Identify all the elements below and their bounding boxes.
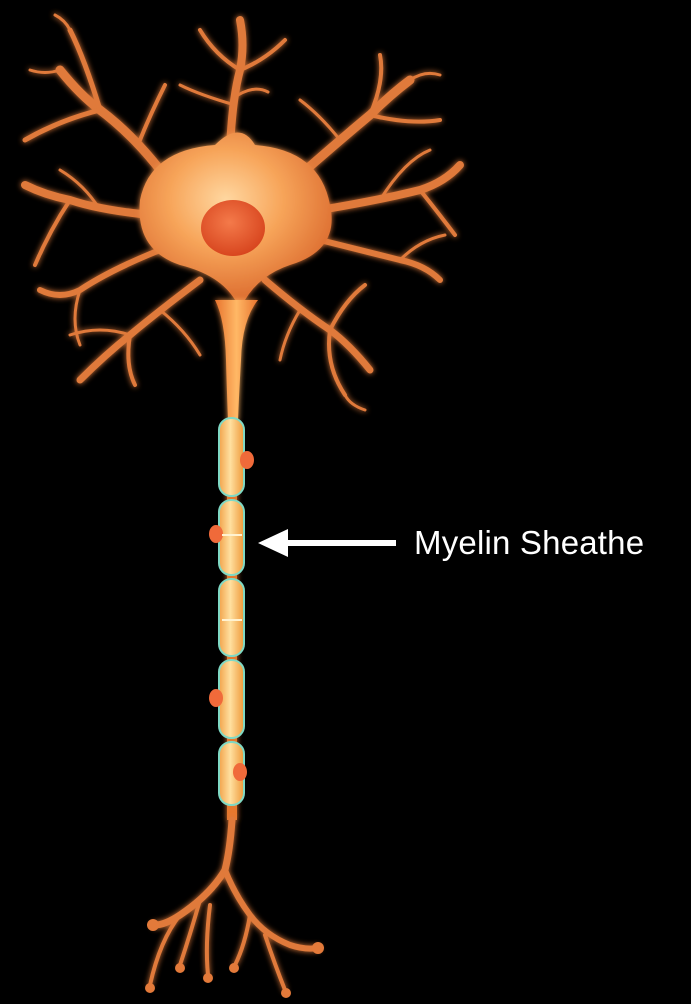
terminal-buttons (145, 919, 324, 998)
nucleus (201, 200, 265, 256)
arrow-icon (258, 529, 396, 557)
myelin-sheath (209, 418, 254, 805)
myelin-segment (219, 579, 244, 656)
myelin-sheath-label: Myelin Sheathe (414, 524, 644, 562)
myelin-segment (219, 500, 244, 575)
myelin-segment (219, 418, 244, 496)
